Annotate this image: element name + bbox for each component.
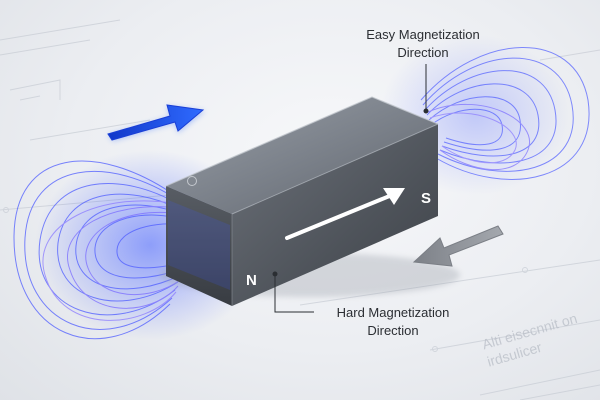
magnetic-field-lines-right [420,47,590,180]
easy-axis-arrow-icon [285,188,405,240]
easy-magnetization-label: Easy Magnetization Direction [343,26,503,62]
hard-magnetization-label: Hard Magnetization Direction [318,304,468,340]
magnet-front-face [232,124,438,306]
background-circuit-lines [0,19,600,400]
north-end-glow [168,200,230,290]
gray-direction-arrow-icon [412,225,504,267]
magnet-top-face [166,97,438,214]
engraved-mark-icon [187,176,197,186]
easy-label-line-2: Direction [397,45,449,60]
blue-direction-arrow-icon [107,104,205,141]
hard-label-line-1: Hard Magnetization [336,305,450,320]
north-pole-label: N [246,272,257,289]
magnetic-field-lines-left [13,160,189,340]
magnet-north-end-face [166,186,232,306]
hard-label-line-2: Direction [367,323,419,338]
south-pole-label: S [421,190,432,207]
easy-label-line-1: Easy Magnetization [366,27,480,42]
label-leader-lines [272,64,429,313]
bar-magnet [165,96,439,306]
